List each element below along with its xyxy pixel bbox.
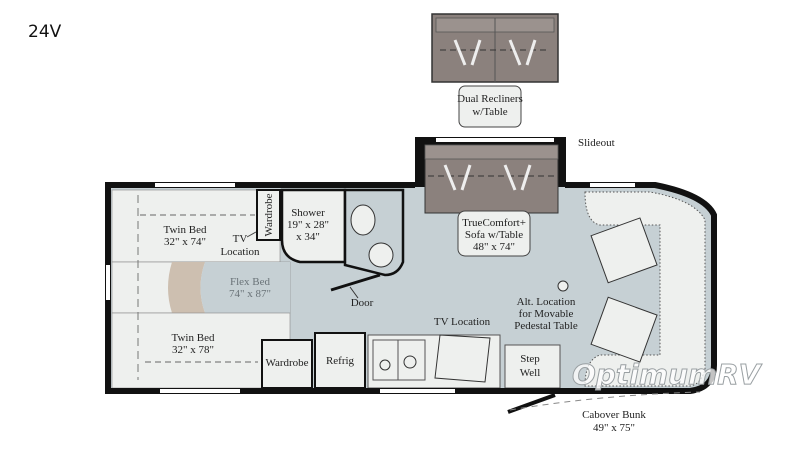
wardrobe-top-label: Wardrobe [263, 193, 275, 236]
step-well-label: Step [520, 353, 540, 365]
slideout-label: Slideout [578, 137, 615, 149]
alt-location-label: for Movable [519, 308, 574, 320]
window [380, 389, 455, 393]
dual-recliners-label: Dual Recliners [457, 93, 523, 105]
flex-bed-label: Flex Bed [230, 276, 271, 288]
dual-recliners-label: w/Table [472, 106, 507, 118]
window [590, 183, 635, 187]
window [106, 265, 110, 300]
model-name: 24V [28, 22, 62, 42]
stove-icon [379, 359, 391, 371]
twin-bed-bottom-size: 32" x 78" [172, 344, 214, 356]
shower-size: x 34" [296, 231, 320, 243]
bathroom: Wardrobe Shower 19" x 28" x 34" Door [256, 188, 405, 309]
sofa-size: 48" x 74" [473, 241, 515, 253]
door [330, 273, 381, 292]
sofa-label: Sofa w/Table [465, 229, 523, 241]
galley: Wardrobe Refrig TV Location Step Well [261, 316, 561, 389]
alt-location-label: Alt. Location [517, 296, 576, 308]
slideout: Slideout TrueComfort+ Sofa w/Table 48" x… [415, 137, 615, 257]
refrig-label: Refrig [326, 355, 355, 367]
wardrobe-bottom-label: Wardrobe [265, 357, 308, 369]
twin-bed-bottom-label: Twin Bed [172, 332, 215, 344]
alt-location-label: Pedestal Table [514, 320, 578, 332]
shower-label: Shower [291, 207, 325, 219]
door-label: Door [351, 297, 374, 309]
cab-seat [590, 296, 658, 363]
sink-icon [403, 355, 417, 369]
tv-location-label: TV [233, 233, 248, 245]
twin-bed-top-label: Twin Bed [164, 224, 207, 236]
cabover-label: Cabover Bunk [582, 409, 646, 421]
flex-bed-size: 74" x 87" [229, 288, 271, 300]
rear-beds: Twin Bed 32" x 74" TV Location Flex Bed … [111, 189, 291, 389]
watermark-logo: OptimumRV [572, 358, 763, 391]
tv-location-label: Location [220, 246, 260, 258]
cab [584, 191, 706, 387]
window [155, 183, 235, 187]
step-well-label: Well [520, 367, 541, 379]
cab-seat [590, 217, 658, 284]
pedestal-table-icon [557, 280, 569, 292]
twin-bed-top-size: 32" x 74" [164, 236, 206, 248]
cabover-size: 49" x 75" [593, 422, 635, 434]
sofa-label: TrueComfort+ [462, 217, 526, 229]
walls [105, 182, 717, 394]
window [160, 389, 240, 393]
dual-recliners: Dual Recliners w/Table [431, 13, 559, 128]
shower-size: 19" x 28" [287, 219, 329, 231]
tv-location-2-label: TV Location [434, 316, 491, 328]
